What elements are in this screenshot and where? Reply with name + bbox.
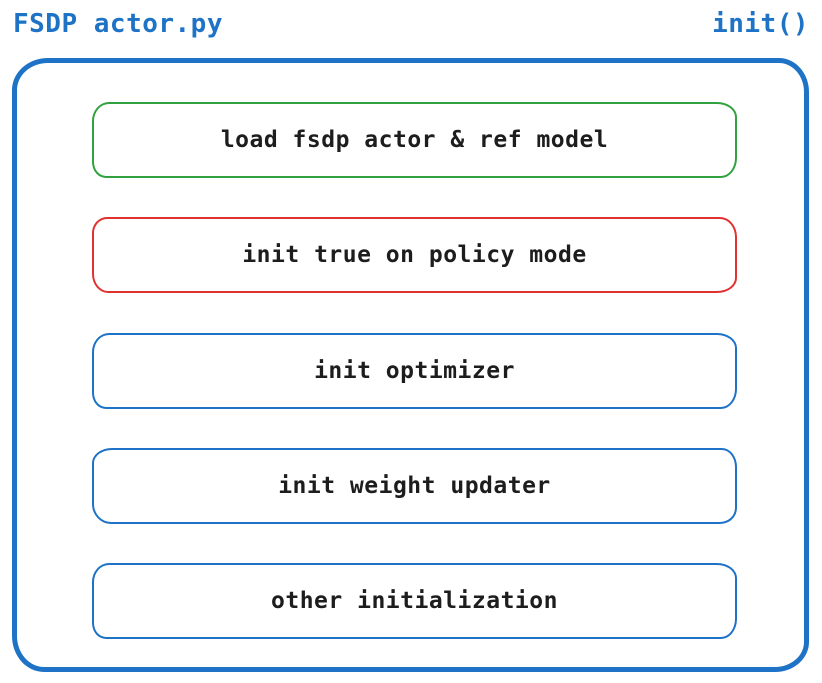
step-load-fsdp-actor-ref-model: load fsdp actor & ref model xyxy=(92,102,737,178)
step-label: init true on policy mode xyxy=(242,242,587,269)
init-flow-container: load fsdp actor & ref model init true on… xyxy=(12,58,809,672)
function-title: init() xyxy=(712,9,809,39)
step-label: init optimizer xyxy=(314,357,515,384)
step-init-true-on-policy-mode: init true on policy mode xyxy=(92,217,737,294)
file-title: FSDP actor.py xyxy=(13,9,223,39)
step-init-optimizer: init optimizer xyxy=(92,332,737,409)
step-label: other initialization xyxy=(271,588,558,614)
step-init-weight-updater: init weight updater xyxy=(92,447,737,524)
step-label: init weight updater xyxy=(278,472,551,499)
step-label: load fsdp actor & ref model xyxy=(220,127,609,153)
step-other-initialization: other initialization xyxy=(92,563,737,639)
